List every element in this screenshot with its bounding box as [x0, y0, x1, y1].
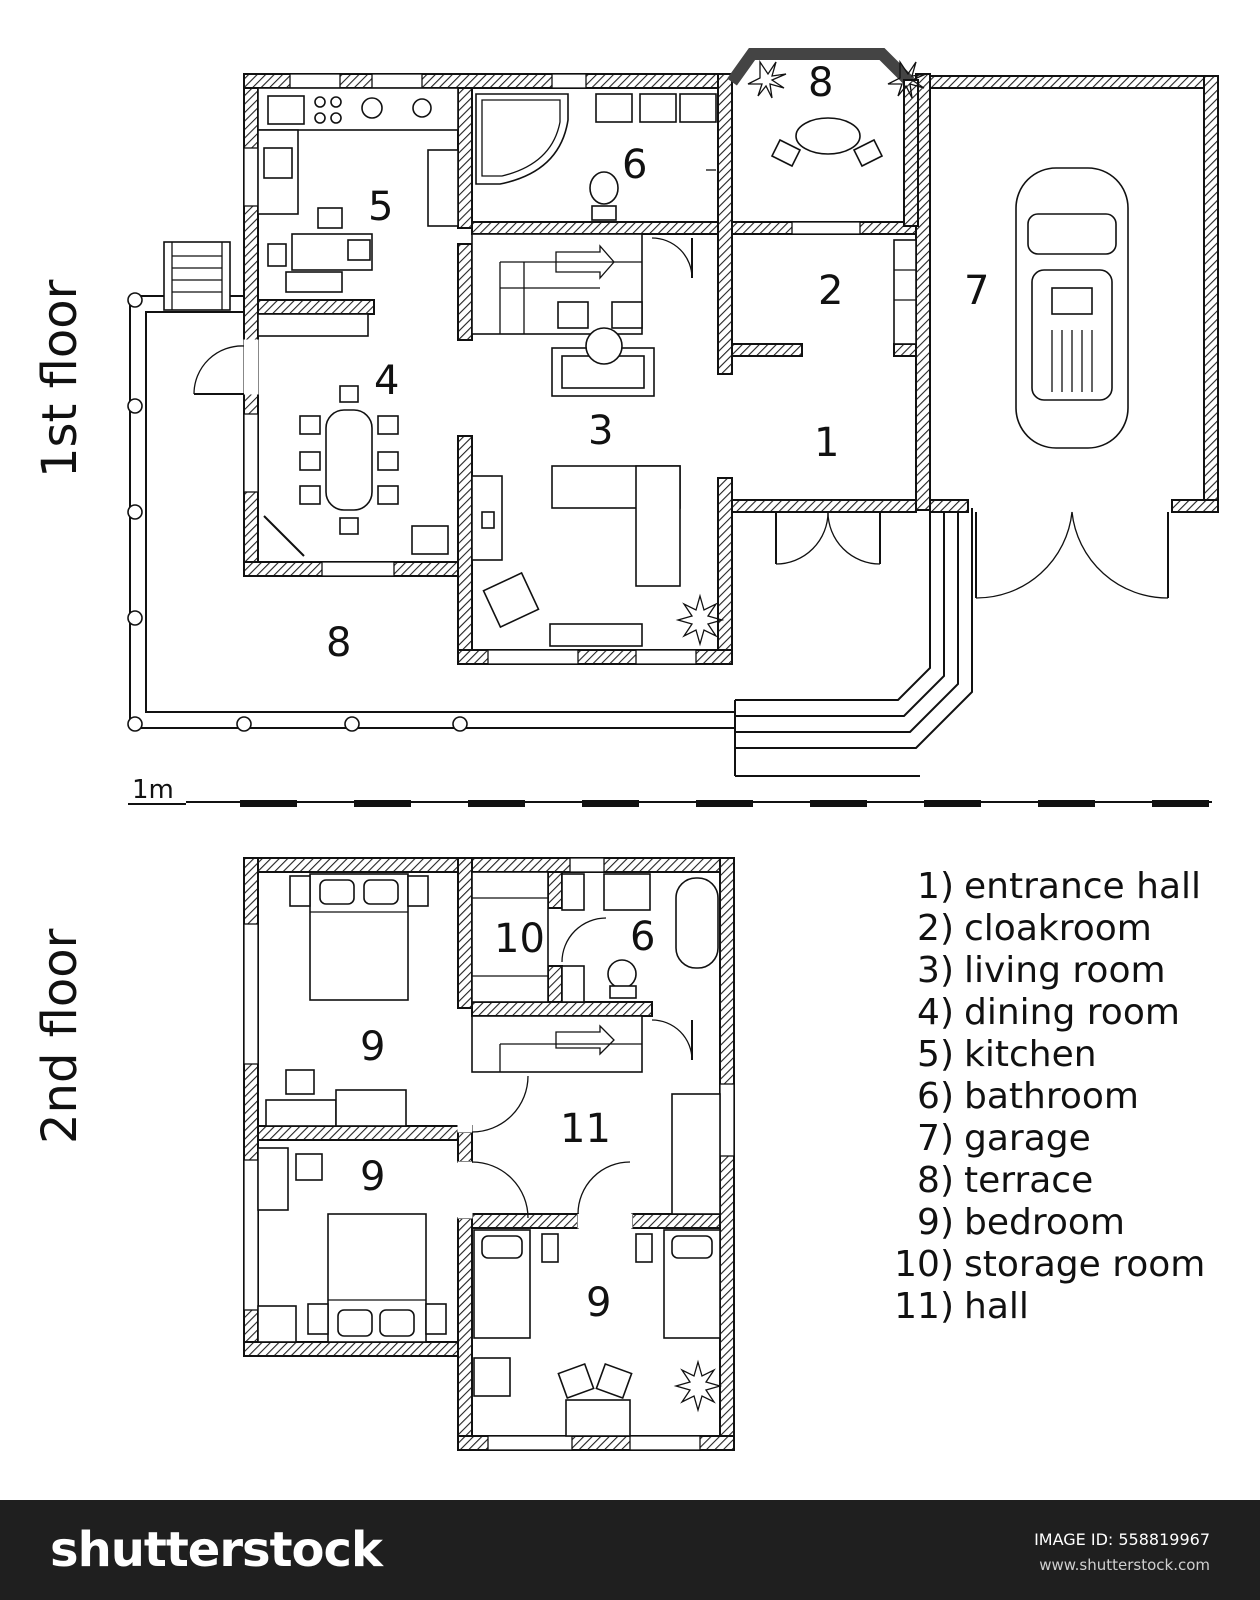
second-floor-plan: 9 9 9 10 6 11	[243, 857, 735, 1451]
site-url[interactable]: www.shutterstock.com	[1039, 1556, 1210, 1574]
legend-label: entrance hall	[964, 866, 1202, 907]
bedroom-a-fixtures	[265, 873, 429, 1127]
legend-label: garage	[964, 1118, 1091, 1159]
room-number-terrace-large: 8	[326, 620, 351, 666]
cloakroom-fixtures	[893, 239, 917, 345]
legend-number: 9)	[917, 1202, 954, 1243]
image-id: IMAGE ID: 558819967	[1034, 1530, 1210, 1549]
legend-item: 9)bedroom	[862, 1202, 1242, 1244]
dining-fixtures	[193, 345, 449, 557]
bathroom-2-fixtures	[471, 871, 719, 1003]
living-fixtures	[471, 301, 725, 647]
second-floor-stairs	[471, 1015, 693, 1073]
legend-item: 4)dining room	[862, 992, 1242, 1034]
room-number-bedroom-b: 9	[360, 1154, 385, 1200]
scale-label: 1m	[132, 775, 174, 805]
room-number-bedroom-c: 9	[586, 1280, 611, 1326]
room-number-terrace-small: 8	[808, 60, 833, 106]
legend-item: 8)terrace	[862, 1160, 1242, 1202]
legend-item: 6)bathroom	[862, 1076, 1242, 1118]
legend-number: 8)	[917, 1160, 954, 1201]
legend-label: bedroom	[964, 1202, 1125, 1243]
room-number-dining-room: 4	[374, 358, 399, 404]
legend-item: 5)kitchen	[862, 1034, 1242, 1076]
legend-label: cloakroom	[964, 908, 1152, 949]
room-number-hall: 11	[560, 1106, 611, 1152]
first-floor-windows	[243, 73, 861, 665]
legend-label: dining room	[964, 992, 1180, 1033]
first-floor-plan: 1 2 3 4 5 6 7 8 8	[127, 48, 1219, 777]
legend-label: terrace	[964, 1160, 1094, 1201]
stock-footer-bar: shutterstock IMAGE ID: 558819967 www.shu…	[0, 1500, 1260, 1600]
terrace-outline	[127, 292, 735, 732]
room-number-bathroom-first: 6	[622, 142, 647, 188]
legend-number: 3)	[917, 950, 954, 991]
legend-number: 10)	[894, 1244, 954, 1285]
scale-bar: 1m	[128, 775, 1212, 807]
legend-label: living room	[964, 950, 1166, 991]
room-number-garage: 7	[964, 268, 989, 314]
legend-item: 3)living room	[862, 950, 1242, 992]
second-floor-windows	[243, 857, 735, 1451]
legend-label: kitchen	[964, 1034, 1097, 1075]
room-number-cloakroom: 2	[818, 268, 843, 314]
legend-label: storage room	[964, 1244, 1206, 1285]
legend-item: 2)cloakroom	[862, 908, 1242, 950]
bedroom-c-fixtures	[473, 1229, 723, 1437]
room-number-entrance-hall: 1	[814, 420, 839, 466]
bay-terrace	[727, 48, 927, 227]
room-number-storage-room: 10	[494, 916, 545, 962]
hall-fixtures	[471, 1075, 721, 1219]
legend-number: 4)	[917, 992, 954, 1033]
room-number-bedroom-a: 9	[360, 1024, 385, 1070]
legend-number: 1)	[917, 866, 954, 907]
legend-number: 2)	[917, 908, 954, 949]
kitchen-fixtures	[257, 87, 459, 337]
room-number-kitchen: 5	[368, 184, 393, 230]
brand-logo[interactable]: shutterstock	[50, 1522, 383, 1578]
first-floor-walls	[243, 73, 1219, 665]
room-number-bathroom-second: 6	[630, 914, 655, 960]
legend-number: 6)	[917, 1076, 954, 1117]
legend-label: hall	[964, 1286, 1029, 1327]
legend-item: 11)hall	[862, 1286, 1242, 1328]
bedroom-b-fixtures	[257, 1147, 447, 1343]
second-floor-label: 2nd floor	[32, 928, 88, 1144]
garage-fixtures	[975, 167, 1169, 599]
legend-number: 11)	[894, 1286, 954, 1327]
legend-label: bathroom	[964, 1076, 1139, 1117]
legend-item: 7)garage	[862, 1118, 1242, 1160]
legend-item: 1)entrance hall	[862, 866, 1242, 908]
bathroom-1-fixtures	[475, 93, 717, 221]
room-number-living-room: 3	[588, 408, 613, 454]
legend-item: 10)storage room	[862, 1244, 1242, 1286]
legend-number: 5)	[917, 1034, 954, 1075]
room-legend: 1)entrance hall 2)cloakroom 3)living roo…	[862, 866, 1242, 1328]
entrance-doors	[775, 511, 881, 565]
legend-number: 7)	[917, 1118, 954, 1159]
terrace-steps	[734, 508, 973, 777]
first-floor-label: 1st floor	[32, 279, 88, 478]
kitchen-outside-stair	[163, 241, 231, 311]
